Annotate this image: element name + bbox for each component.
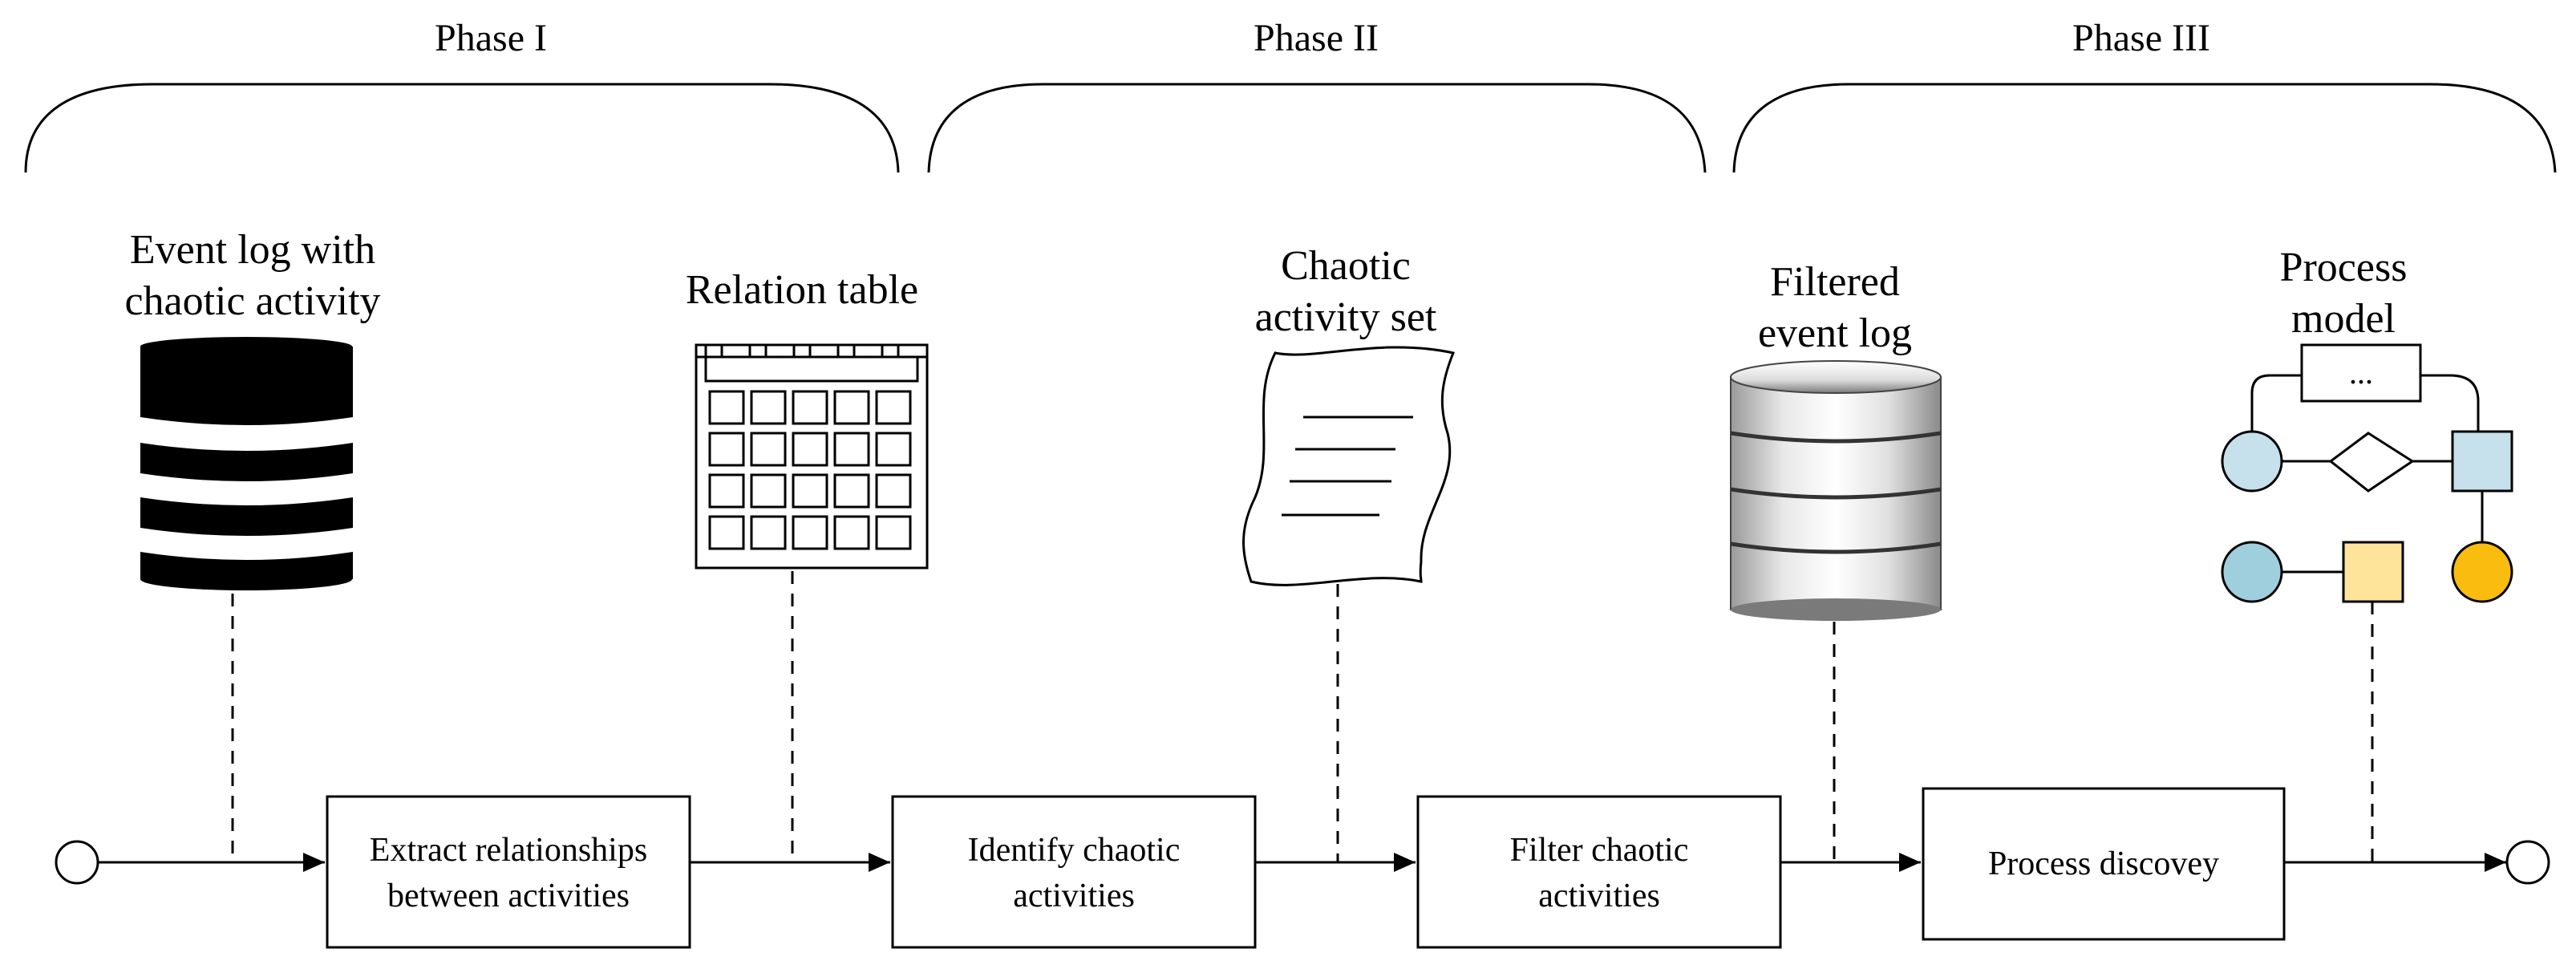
calendar-cell bbox=[875, 473, 912, 509]
calendar-cell bbox=[708, 473, 745, 509]
calendar-cell bbox=[708, 390, 745, 425]
process-model-label-line2: model bbox=[2291, 296, 2396, 342]
calendar-cell bbox=[833, 390, 870, 425]
yellow-task-shape bbox=[2342, 541, 2404, 603]
blue-task-shape bbox=[2451, 430, 2513, 493]
gray-database-icon bbox=[1730, 360, 1942, 621]
calendar-cell bbox=[875, 390, 912, 425]
teal-circle-shape bbox=[2221, 541, 2283, 603]
gateway-diamond-shape bbox=[2328, 432, 2415, 493]
calendar-cell bbox=[875, 432, 912, 467]
process-model-label-line1: Process bbox=[2280, 245, 2408, 290]
calendar-cell bbox=[833, 473, 870, 509]
step-2-label-line2: activities bbox=[1013, 878, 1135, 914]
step-4-label: Process discovey bbox=[1988, 845, 2219, 882]
calendar-cell bbox=[708, 432, 745, 467]
process-model-icon: ... bbox=[2221, 343, 2513, 603]
orange-circle-shape bbox=[2451, 541, 2513, 603]
step-3-label-line2: activities bbox=[1538, 878, 1660, 914]
end-event-circle bbox=[2505, 840, 2550, 885]
start-event-circle bbox=[55, 840, 99, 885]
step-identify-chaotic: Identify chaotic activities bbox=[891, 795, 1257, 949]
phase-2-label: Phase II bbox=[1254, 17, 1379, 59]
calendar-cell bbox=[833, 515, 870, 550]
calendar-cell bbox=[792, 515, 828, 550]
calendar-cell bbox=[750, 390, 787, 425]
calendar-cell bbox=[833, 432, 870, 467]
chaotic-set-label-line1: Chaotic bbox=[1281, 243, 1411, 289]
step-2-label-line1: Identify chaotic bbox=[968, 832, 1181, 869]
step-3-label-line1: Filter chaotic bbox=[1510, 832, 1689, 869]
step-1-label-line2: between activities bbox=[387, 878, 630, 914]
calendar-cell bbox=[750, 432, 787, 467]
phase-3-label: Phase III bbox=[2072, 17, 2210, 59]
calendar-cell bbox=[792, 390, 828, 425]
calendar-cell bbox=[875, 515, 912, 550]
phase-1-label: Phase I bbox=[435, 17, 547, 59]
phase-3-brace bbox=[1732, 83, 2557, 173]
chaotic-set-label-line2: activity set bbox=[1255, 294, 1437, 340]
filtered-log-label-line1: Filtered bbox=[1770, 259, 1900, 305]
document-scroll-icon bbox=[1242, 346, 1456, 586]
calendar-cell bbox=[708, 515, 745, 550]
event-log-label-line2: chaotic activity bbox=[124, 278, 380, 324]
start-circle-shape bbox=[2221, 430, 2283, 493]
calendar-cell bbox=[750, 473, 787, 509]
calendar-grid-icon bbox=[695, 343, 929, 570]
calendar-cell bbox=[750, 515, 787, 550]
step-process-discovery: Process discovey bbox=[1922, 787, 2286, 941]
step-1-label-line1: Extract relationships bbox=[370, 832, 647, 869]
relation-table-label: Relation table bbox=[686, 267, 918, 313]
filtered-log-label-line2: event log bbox=[1758, 310, 1912, 356]
calendar-cell bbox=[792, 432, 828, 467]
event-log-label-line1: Event log with bbox=[130, 227, 375, 273]
phase-2-brace bbox=[927, 83, 1707, 173]
step-filter-chaotic: Filter chaotic activities bbox=[1416, 795, 1782, 949]
phase-1-brace bbox=[24, 83, 900, 173]
calendar-cell bbox=[792, 473, 828, 509]
ellipsis-label: ... bbox=[2349, 355, 2373, 391]
striped-database-icon bbox=[140, 337, 353, 590]
step-extract-relationships: Extract relationships between activities bbox=[326, 795, 691, 949]
